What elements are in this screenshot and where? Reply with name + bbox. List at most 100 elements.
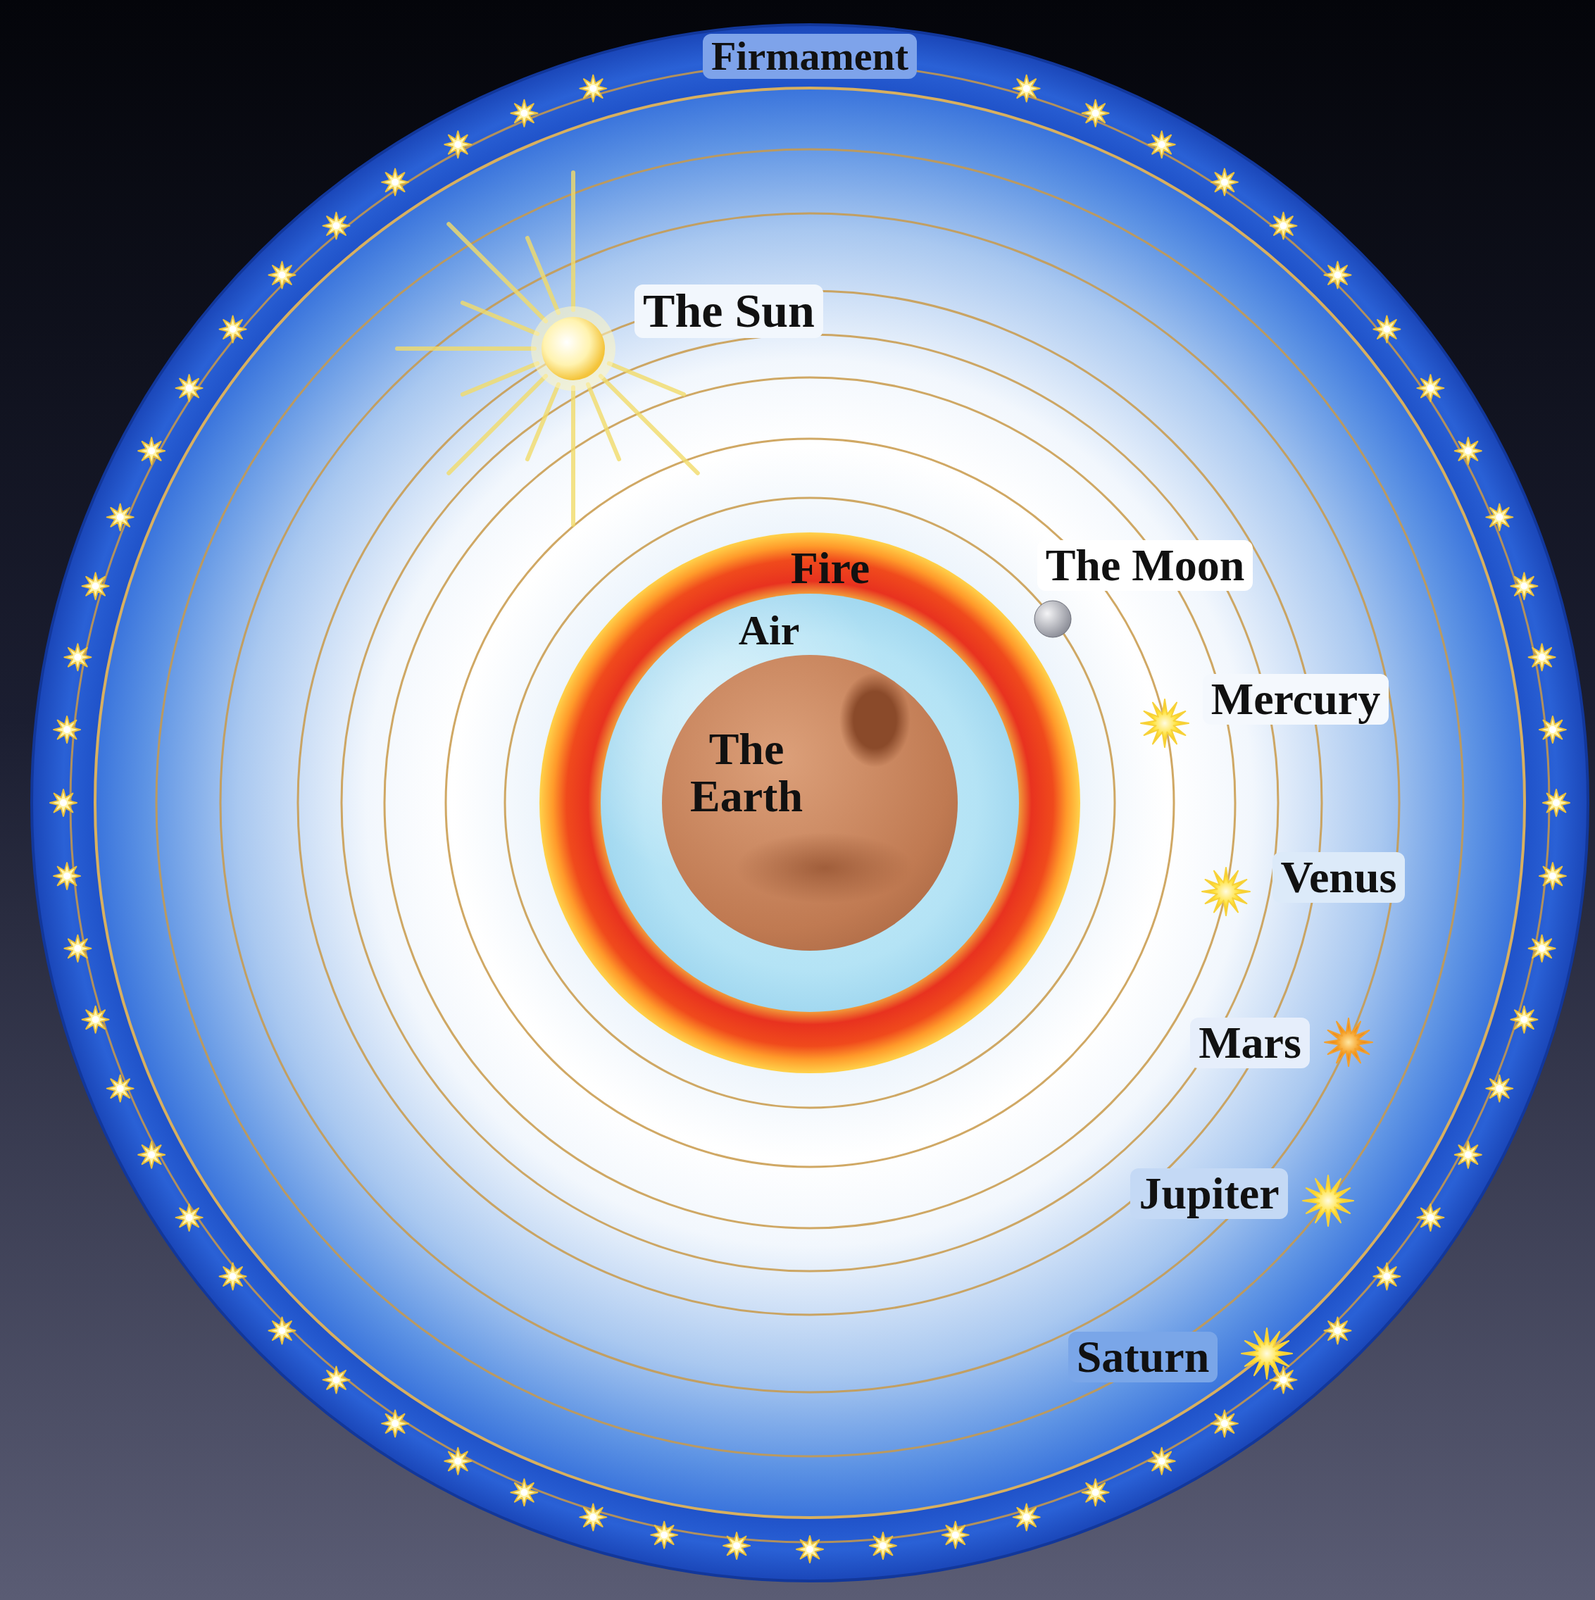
star-core [185,384,193,392]
star-core [92,582,100,590]
star-core [1383,326,1391,334]
firmament-star [1539,716,1567,743]
firmament-star [1485,1075,1513,1103]
firmament-star [650,1521,678,1549]
planet-bodies [397,172,1373,1379]
firmament-star [1510,572,1538,600]
firmament-star [579,75,607,103]
sun-ray [448,376,546,474]
star-core [333,1375,341,1384]
firmament-star [1373,1263,1400,1291]
star-core [391,178,399,186]
star-core [63,726,71,734]
earth-globe: The Earth [661,654,958,951]
star-core [1464,447,1472,455]
star-core [1538,945,1546,953]
firmament-star [1510,1006,1538,1034]
firmament-star [1013,75,1041,103]
star-core [1334,1327,1342,1335]
firmament-star [219,1263,247,1291]
saturn-star [1241,1328,1293,1379]
star-core [147,447,155,455]
star-core [1158,140,1166,148]
body-name: Venus [1272,852,1406,903]
air-sphere: AirThe Earth [600,593,1019,1012]
star-core [1221,178,1229,186]
sun-ray [609,363,684,395]
sun-disc [541,316,605,381]
firmament-star [64,643,91,671]
firmament-star [1082,99,1110,127]
star-core [1426,1214,1434,1222]
star-core [1549,872,1557,880]
firmament-star [107,503,134,531]
body-name: Jupiter [1130,1168,1288,1219]
firmament-star [723,1532,750,1560]
firmament-star [1373,316,1400,343]
firmament-star [323,212,350,240]
sun-ray [527,238,559,313]
star-core [73,653,81,661]
firmament-star [1324,261,1352,289]
orbit-ring [220,213,1400,1393]
body-name: The Sun [634,284,824,338]
firmament-star [579,1503,607,1531]
firmament-star [1485,503,1513,531]
firmament-star [82,1006,110,1034]
star-core [520,1488,528,1496]
venus-star [1202,867,1250,916]
star-core [1023,1513,1031,1521]
star-core [589,1513,597,1521]
heavens-ground [95,88,1525,1518]
star-core [59,799,67,807]
mercury-star [1140,699,1189,748]
star-core [733,1542,741,1550]
star-core [63,872,71,880]
firmament-band [31,24,1588,1581]
star-core [185,1214,193,1222]
firmament-star [1416,1204,1444,1231]
star-core [278,271,286,279]
star-core [1464,1151,1472,1159]
body-name: Mercury [1202,673,1389,724]
firmament-star [510,1478,538,1506]
orbit-ring [70,63,1550,1543]
star-core [116,1085,124,1093]
firmament-star [269,1317,296,1345]
firmament-star [138,437,165,465]
firmament-star [444,130,472,158]
sphere-name: Air [738,608,800,653]
star-core [589,85,597,93]
star-core [660,1531,668,1539]
jupiter-star [1302,1175,1354,1227]
star-core [1092,1488,1100,1496]
firmament-star [1082,1478,1110,1506]
orbit-ring [384,377,1236,1229]
star-core [1495,1085,1503,1093]
firmament-star [1324,1317,1352,1345]
star-core [1552,799,1560,807]
star-core [92,1016,100,1024]
firmament-star [1542,789,1570,817]
moon-disc [1034,600,1072,638]
fire-sphere: FireAirThe Earth [539,532,1081,1074]
firmament-star [869,1532,897,1560]
sun-ray [397,346,535,351]
sun-ray [462,302,538,334]
sun-ray [571,172,576,310]
firmament-star [1148,130,1176,158]
firmament-star [1270,212,1298,240]
body-name: Mars [1190,1017,1310,1068]
sun-ray [448,223,546,322]
firmament-star [1270,1366,1298,1393]
star-core [73,945,81,953]
firmament-star [942,1521,969,1549]
sun-ray [600,376,698,474]
firmament-star [176,1204,203,1231]
firmament-star [444,1447,472,1475]
star-core [1520,1016,1528,1024]
sun-ray [588,384,619,460]
star-core [952,1531,960,1539]
firmament-star [381,169,409,196]
firmament-star [269,261,296,289]
